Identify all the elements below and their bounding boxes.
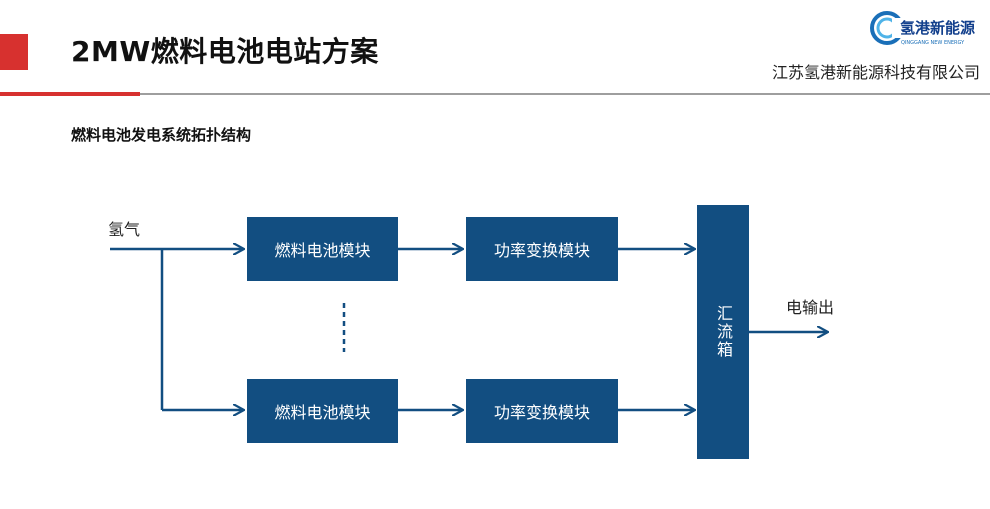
header-divider [0, 93, 990, 95]
hydrogen-label: 氢气 [108, 220, 141, 239]
power-output-label: 电输出 [786, 298, 835, 317]
company-name: 江苏氢港新能源科技有限公司 [771, 63, 980, 82]
company-logo: 氢港新能源 QINGGANG NEW ENERGY [870, 11, 976, 46]
combiner-box: 汇流箱 [697, 205, 749, 459]
fuel-cell-module-bottom: 燃料电池模块 [247, 379, 398, 443]
header-accent-bar [0, 34, 28, 70]
svg-text:QINGGANG NEW ENERGY: QINGGANG NEW ENERGY [901, 40, 965, 46]
power-converter-module-bottom: 功率变换模块 [466, 379, 618, 443]
svg-text:氢港新能源: 氢港新能源 [900, 19, 975, 37]
section-subtitle: 燃料电池发电系统拓扑结构 [71, 126, 252, 144]
combiner-box-label: 汇流箱 [714, 305, 733, 359]
page-title: 2MW燃料电池电站方案 [71, 35, 379, 68]
fuel-cell-module-top: 燃料电池模块 [247, 217, 398, 281]
power-converter-module-top: 功率变换模块 [466, 217, 618, 281]
header-divider-accent [0, 92, 140, 96]
